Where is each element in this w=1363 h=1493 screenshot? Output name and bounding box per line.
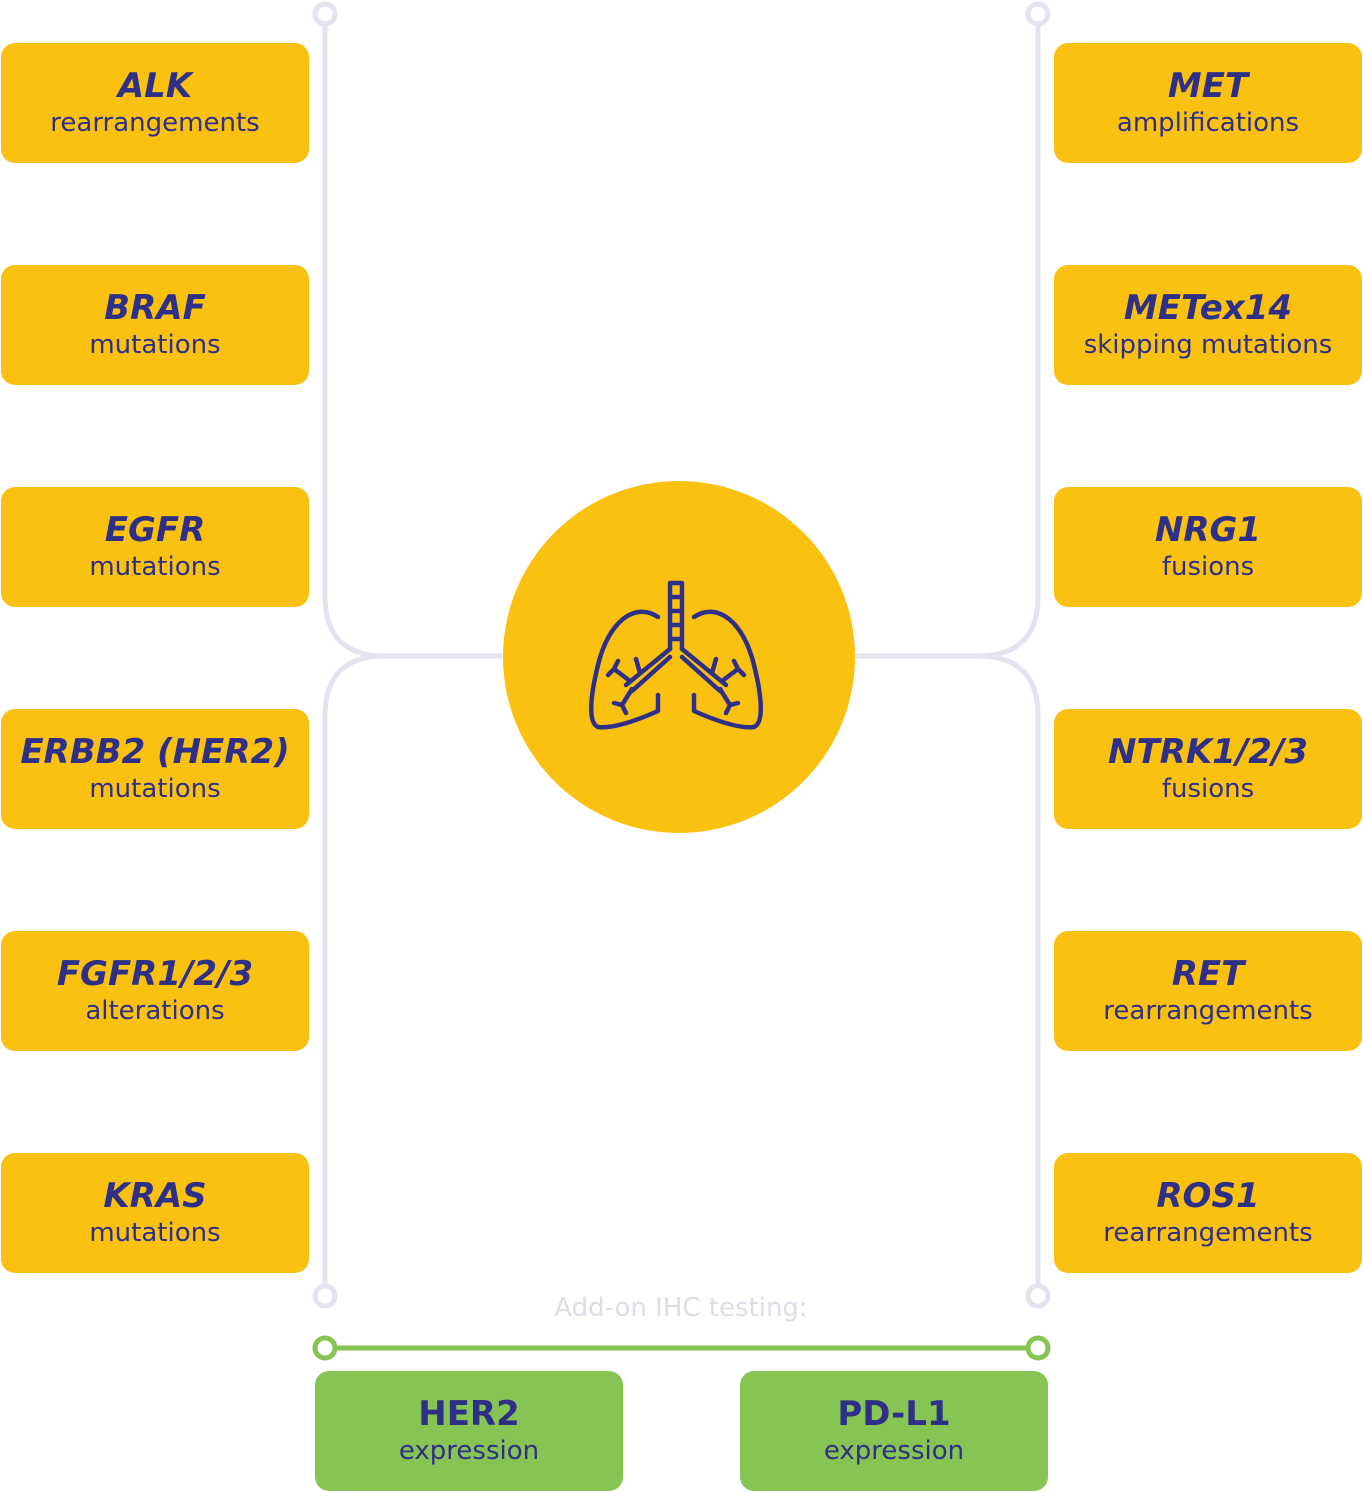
marker-name: HER2: [418, 1394, 520, 1434]
left-connector-upper: [322, 14, 503, 659]
right-connector-lower: [855, 653, 1041, 1296]
gene-name: BRAF: [104, 288, 206, 328]
right-connector-upper: [855, 14, 1041, 659]
lungs-icon: [589, 580, 763, 730]
gene-name: MET: [1167, 66, 1249, 106]
left-bottom-endpoint: [312, 1283, 338, 1309]
gene-alteration: skipping mutations: [1083, 330, 1333, 360]
target-box-met: MET amplifications: [1054, 43, 1362, 163]
target-box-alk: ALK rearrangements: [1, 43, 309, 163]
ihc-box-pdl1: PD-L1 expression: [740, 1371, 1048, 1491]
gene-alteration: rearrangements: [1103, 996, 1313, 1026]
target-box-nrg1: NRG1 fusions: [1054, 487, 1362, 607]
marker-name: PD-L1: [837, 1394, 951, 1434]
gene-name: RET: [1171, 954, 1245, 994]
gene-alteration: mutations: [89, 1218, 221, 1248]
gene-alteration: mutations: [89, 552, 221, 582]
gene-name: FGFR1/2/3: [56, 954, 254, 994]
gene-alteration: amplifications: [1116, 108, 1300, 138]
gene-alteration: rearrangements: [50, 108, 260, 138]
ihc-left-endpoint: [312, 1335, 338, 1361]
gene-name: KRAS: [103, 1176, 207, 1216]
target-box-ret: RET rearrangements: [1054, 931, 1362, 1051]
target-box-erbb2: ERBB2 (HER2) mutations: [1, 709, 309, 829]
gene-name: EGFR: [104, 510, 206, 550]
ihc-right-endpoint: [1025, 1335, 1051, 1361]
target-box-braf: BRAF mutations: [1, 265, 309, 385]
gene-alteration: fusions: [1161, 774, 1255, 804]
gene-name: ERBB2 (HER2): [20, 732, 290, 772]
target-box-egfr: EGFR mutations: [1, 487, 309, 607]
target-box-ntrk: NTRK1/2/3 fusions: [1054, 709, 1362, 829]
left-top-endpoint: [312, 1, 338, 27]
marker-type: expression: [398, 1436, 540, 1466]
gene-alteration: alterations: [85, 996, 225, 1026]
marker-type: expression: [823, 1436, 965, 1466]
gene-name: NTRK1/2/3: [1108, 732, 1308, 772]
gene-name: ROS1: [1156, 1176, 1260, 1216]
addon-ihc-label: Add-on IHC testing:: [554, 1293, 808, 1323]
right-top-endpoint: [1025, 1, 1051, 27]
gene-name: ALK: [117, 66, 193, 106]
ihc-box-her2: HER2 expression: [315, 1371, 623, 1491]
target-box-metex14: METex14 skipping mutations: [1054, 265, 1362, 385]
gene-alteration: fusions: [1161, 552, 1255, 582]
gene-name: METex14: [1123, 288, 1293, 328]
target-box-fgfr: FGFR1/2/3 alterations: [1, 931, 309, 1051]
left-connector-lower: [322, 653, 503, 1296]
lung-hub-circle: [503, 481, 855, 833]
gene-alteration: mutations: [89, 330, 221, 360]
target-box-kras: KRAS mutations: [1, 1153, 309, 1273]
gene-name: NRG1: [1154, 510, 1262, 550]
gene-alteration: rearrangements: [1103, 1218, 1313, 1248]
right-bottom-endpoint: [1025, 1283, 1051, 1309]
gene-alteration: mutations: [89, 774, 221, 804]
target-box-ros1: ROS1 rearrangements: [1054, 1153, 1362, 1273]
